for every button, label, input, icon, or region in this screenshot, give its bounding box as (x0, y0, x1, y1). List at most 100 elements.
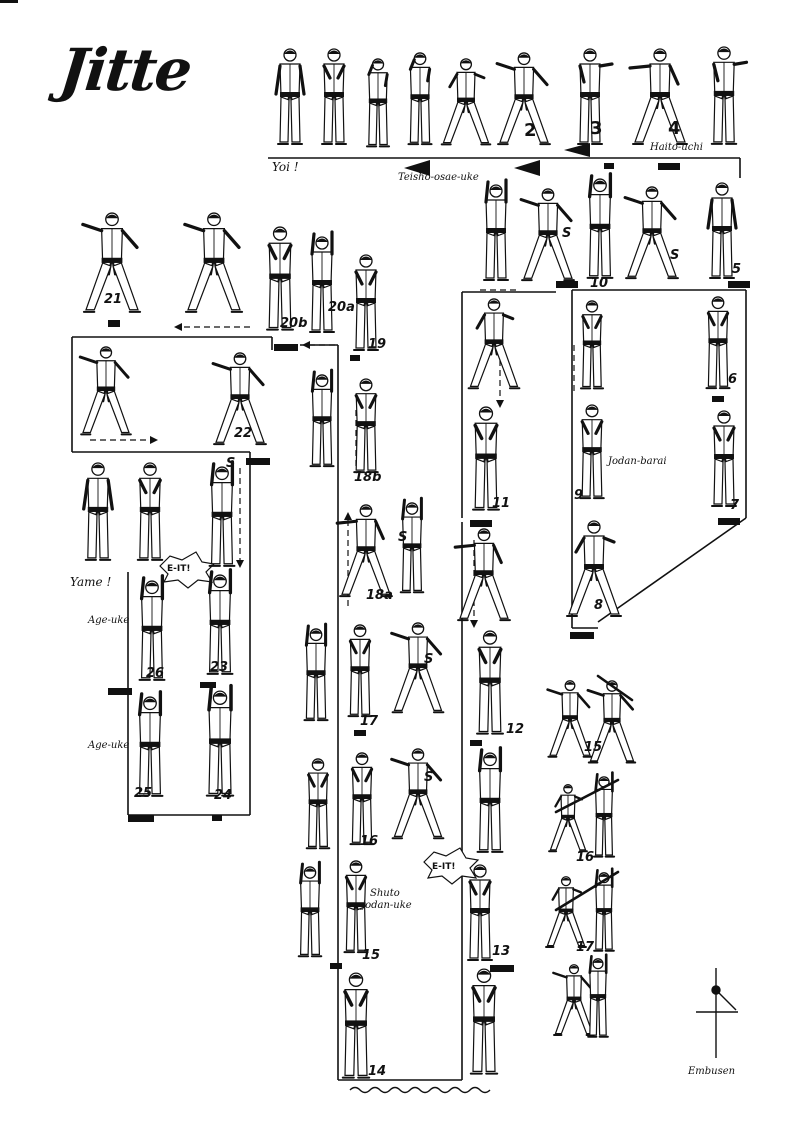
jodan-barai-label: Jodan-barai (608, 456, 667, 467)
stance-symbol: S (424, 770, 434, 785)
karateka-figure (519, 188, 575, 282)
step-number: 19 (368, 337, 387, 352)
karateka-figure (335, 504, 393, 598)
jodan-uke-label: jodan-uke (362, 900, 412, 911)
karateka-figure (266, 226, 294, 331)
karateka-figure (472, 406, 500, 511)
direction-arrow (564, 143, 590, 157)
karateka-figure (586, 172, 614, 279)
kiai-text: E-IT! (167, 564, 191, 574)
karateka-figure (390, 748, 445, 840)
karateka-figure (399, 496, 425, 594)
karateka-figure (476, 746, 504, 853)
step-number: 22 (234, 426, 253, 441)
karateka-figure (78, 346, 132, 436)
karateka-figure (365, 58, 391, 148)
yoi-label: Yoi ! (272, 160, 299, 174)
step-number: 7 (730, 498, 740, 513)
corner-mark (0, 0, 18, 3)
karateka-figure (206, 568, 234, 675)
teisho-label: Teisho-osae-uke (398, 172, 479, 183)
direction-arrow (404, 160, 430, 176)
step-number: 8 (594, 598, 604, 613)
karateka-figure (390, 622, 445, 714)
karateka-figure (453, 528, 511, 622)
step-number: 24 (214, 788, 233, 803)
embusen-label: Embusen (688, 1066, 736, 1077)
karateka-figure (274, 48, 306, 145)
karateka-figure (353, 378, 379, 474)
step-number: 14 (368, 1064, 387, 1079)
karateka-figure (592, 771, 616, 858)
karateka-figure (546, 680, 593, 758)
karateka-figure (136, 690, 164, 797)
step-number: 11 (492, 496, 511, 511)
karateka-figure (297, 860, 323, 958)
bo-staff (554, 870, 620, 912)
karateka-figure (138, 574, 166, 681)
direction-arrow (514, 160, 540, 176)
karateka-figure (305, 758, 331, 850)
karateka-figure (476, 630, 504, 735)
step-number: 10 (590, 276, 609, 291)
kiai-text: E-IT! (432, 862, 456, 872)
step-number: 15 (362, 948, 381, 963)
step-number: 13 (492, 944, 511, 959)
karateka-figure (347, 624, 373, 718)
karateka-figure (628, 48, 688, 145)
stance-symbol: S (670, 248, 680, 263)
step-number: 26 (146, 666, 165, 681)
step-number: 16 (360, 834, 379, 849)
figure-group (78, 46, 749, 1079)
bo-staff (596, 674, 634, 702)
step-number: 4 (668, 118, 681, 139)
karateka-figure (552, 964, 595, 1037)
karateka-figure (710, 46, 749, 145)
age-uke-label: Age-uke (88, 615, 130, 626)
shuto-label: Shuto (370, 888, 400, 899)
embusen-path-lines (71, 157, 747, 1081)
karateka-figure (183, 212, 244, 313)
karateka-figure (545, 876, 587, 949)
kiai-bursts (159, 551, 480, 885)
karateka-figure (205, 683, 235, 797)
age-uke-label: Age-uke (88, 740, 130, 751)
step-number: 5 (732, 262, 742, 277)
bunkai-number: 16 (576, 850, 595, 865)
step-number: 25 (134, 786, 153, 801)
karateka-figure (469, 968, 499, 1075)
stance-symbol: S (398, 530, 408, 545)
karateka-figure (623, 186, 679, 280)
haito-label: Haito-uchi (650, 142, 703, 153)
karateka-figure (593, 867, 615, 952)
karateka-figure (407, 52, 433, 146)
karateka-figure (440, 58, 492, 146)
karateka-figure (82, 462, 114, 561)
yame-label: Yame ! (70, 575, 112, 589)
step-number: 23 (210, 660, 229, 675)
karateka-figure (495, 52, 551, 146)
step-number: 12 (506, 722, 525, 737)
karateka-figure (341, 972, 371, 1079)
karateka-figure (309, 230, 335, 333)
karateka-figure (548, 784, 588, 853)
karateka-figure (467, 864, 493, 961)
step-number: 6 (728, 372, 738, 387)
karateka-figure (711, 410, 737, 507)
karateka-figure (586, 680, 637, 764)
karateka-figure (467, 298, 521, 390)
karateka-figure (353, 254, 379, 351)
karateka-figure (136, 462, 164, 561)
bunkai-number: 15 (584, 740, 603, 755)
bunkai-number: 17 (576, 940, 595, 955)
karateka-figure (349, 752, 375, 846)
stance-symbol: S (226, 456, 236, 471)
wavy-line (349, 1086, 491, 1094)
karateka-figure (566, 520, 622, 617)
karateka-figure (211, 352, 267, 446)
step-number: 3 (590, 118, 603, 139)
step-number: 18b (354, 470, 382, 485)
karateka-figure (483, 178, 509, 281)
